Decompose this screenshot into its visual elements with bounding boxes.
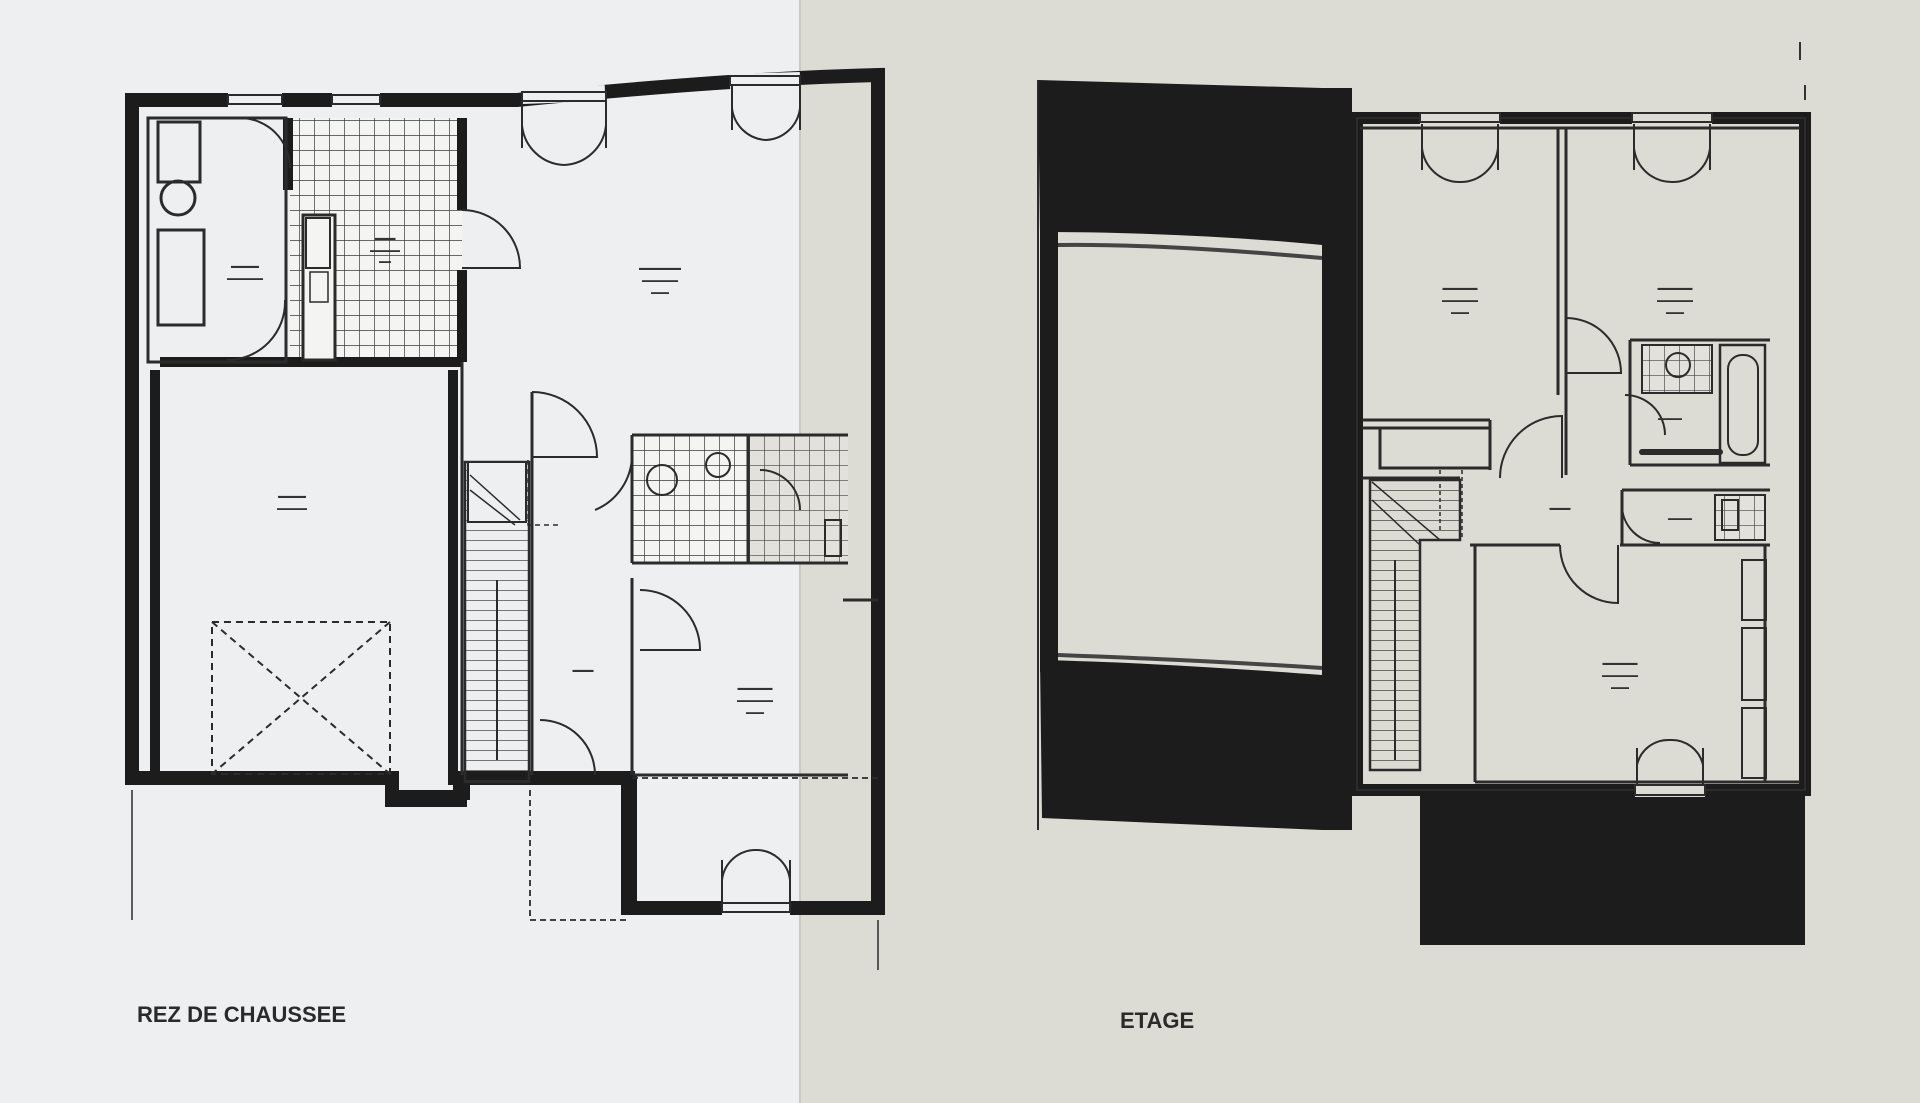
ground-floor-plan (125, 67, 885, 970)
svg-text:▬▬▬▬: ▬▬▬▬ (231, 263, 259, 270)
svg-text:▬▬▬: ▬▬▬ (1666, 310, 1684, 316)
svg-text:▬▬▬▬▬: ▬▬▬▬▬ (370, 248, 400, 254)
svg-text:▬▬▬▬: ▬▬▬▬ (1658, 416, 1682, 422)
balcony-block (1420, 790, 1805, 945)
svg-text:▬▬▬▬▬: ▬▬▬▬▬ (1443, 285, 1478, 292)
svg-text:▬▬▬: ▬▬▬ (375, 235, 396, 242)
svg-text:▬▬▬▬▬: ▬▬▬▬▬ (738, 685, 773, 692)
upper-floor-plan (1037, 80, 1811, 945)
svg-text:▬▬▬▬▬▬: ▬▬▬▬▬▬ (737, 698, 773, 704)
upper-floor-caption: ETAGE (1120, 1008, 1194, 1033)
svg-text:▬▬▬▬▬: ▬▬▬▬▬ (1658, 285, 1693, 292)
svg-text:▬▬▬▬▬▬: ▬▬▬▬▬▬ (639, 265, 681, 272)
bathroom-tiles (632, 435, 747, 563)
svg-text:▬▬▬▬: ▬▬▬▬ (278, 493, 306, 500)
ground-floor-room-labels: ▬▬▬▬ ▬▬▬▬▬▬ ▬▬▬ ▬▬▬▬▬ ▬▬ ▬▬▬▬▬▬ ▬▬▬▬▬▬ ▬… (227, 235, 773, 716)
svg-text:▬▬▬: ▬▬▬ (573, 667, 594, 674)
svg-text:▬▬▬▬: ▬▬▬▬ (1668, 516, 1692, 522)
svg-text:▬▬▬▬▬▬: ▬▬▬▬▬▬ (642, 278, 678, 284)
svg-text:▬▬▬▬▬: ▬▬▬▬▬ (1603, 660, 1638, 667)
ground-floor-caption: REZ DE CHAUSSEE (137, 1002, 346, 1027)
svg-text:▬▬▬: ▬▬▬ (651, 290, 669, 296)
svg-text:▬▬▬▬▬▬: ▬▬▬▬▬▬ (1657, 298, 1693, 304)
svg-text:▬▬▬: ▬▬▬ (1451, 310, 1469, 316)
roof-block-top (1038, 80, 1322, 245)
svg-text:▬▬▬▬▬▬: ▬▬▬▬▬▬ (1602, 673, 1638, 679)
upper-floor-room-labels: ▬▬▬▬▬ ▬▬▬▬▬▬ ▬▬▬ ▬▬▬▬▬ ▬▬▬▬▬▬ ▬▬▬ ▬▬▬ ▬▬… (1442, 285, 1693, 691)
roof-block-bottom (1040, 660, 1322, 830)
svg-text:▬▬▬▬▬▬: ▬▬▬▬▬▬ (227, 276, 263, 282)
svg-text:▬▬▬▬▬: ▬▬▬▬▬ (277, 506, 307, 512)
svg-text:▬▬: ▬▬ (379, 259, 391, 265)
svg-text:▬▬▬▬▬▬: ▬▬▬▬▬▬ (1442, 298, 1478, 304)
svg-text:▬▬▬: ▬▬▬ (746, 710, 764, 716)
svg-text:▬▬▬: ▬▬▬ (1550, 505, 1571, 512)
svg-text:▬▬▬: ▬▬▬ (1611, 685, 1629, 691)
